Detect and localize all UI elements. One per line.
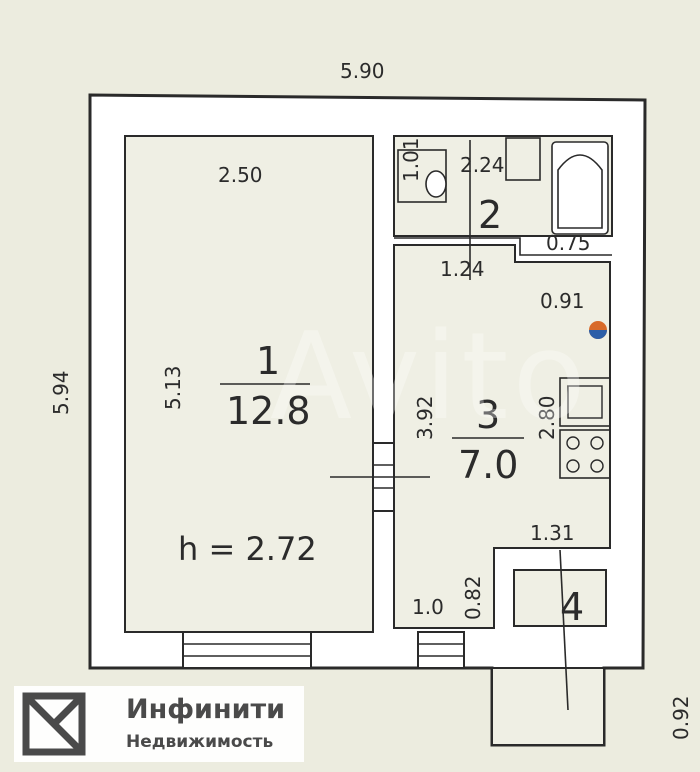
room4-width: 1.31 <box>530 521 575 545</box>
room3-niche: 0.91 <box>540 289 585 313</box>
agency-name: Инфинити <box>126 694 286 725</box>
room3-recess: 0.82 <box>461 575 485 620</box>
room4-door-line <box>559 549 569 711</box>
bathtub <box>551 141 609 235</box>
watermark: Avito <box>270 308 590 447</box>
room2-number: 2 <box>478 193 502 237</box>
window-room-1 <box>182 631 312 669</box>
room-3-kitchen <box>393 244 611 629</box>
room3-area: 7.0 <box>458 443 518 487</box>
agency-logo: Инфинити Недвижимость <box>14 686 304 762</box>
room1-area: 12.8 <box>226 389 311 433</box>
toilet <box>397 149 447 203</box>
stove <box>559 429 611 479</box>
gas-riser-icon <box>589 321 607 339</box>
window-kitchen <box>417 631 465 669</box>
room1-ceiling: h = 2.72 <box>178 530 317 568</box>
balcony <box>491 667 605 746</box>
room-4 <box>513 569 607 627</box>
room3-length: 3.92 <box>413 395 437 440</box>
room3-number: 3 <box>476 393 500 437</box>
room4-number: 4 <box>560 585 584 629</box>
agency-logo-icon <box>22 692 86 756</box>
room3-side: 2.80 <box>535 395 559 440</box>
overall-height: 5.94 <box>49 370 73 415</box>
room2-width: 2.24 <box>460 153 505 177</box>
bath-partition <box>394 237 612 256</box>
balcony-depth: 0.92 <box>669 695 693 740</box>
room1-length: 5.13 <box>161 365 185 410</box>
room2-tub-width: 0.75 <box>546 231 591 255</box>
agency-subtitle: Недвижимость <box>126 732 274 752</box>
room1-width: 2.50 <box>218 163 263 187</box>
kitchen-sink <box>559 377 611 427</box>
sink <box>505 137 541 181</box>
room1-number: 1 <box>256 339 280 383</box>
room3-door: 1.0 <box>412 595 444 619</box>
room2-toilet-width: 1.01 <box>399 137 423 182</box>
overall-width: 5.90 <box>340 59 385 83</box>
room2-door-width: 1.24 <box>440 257 485 281</box>
doorway-1-3 <box>330 442 430 512</box>
